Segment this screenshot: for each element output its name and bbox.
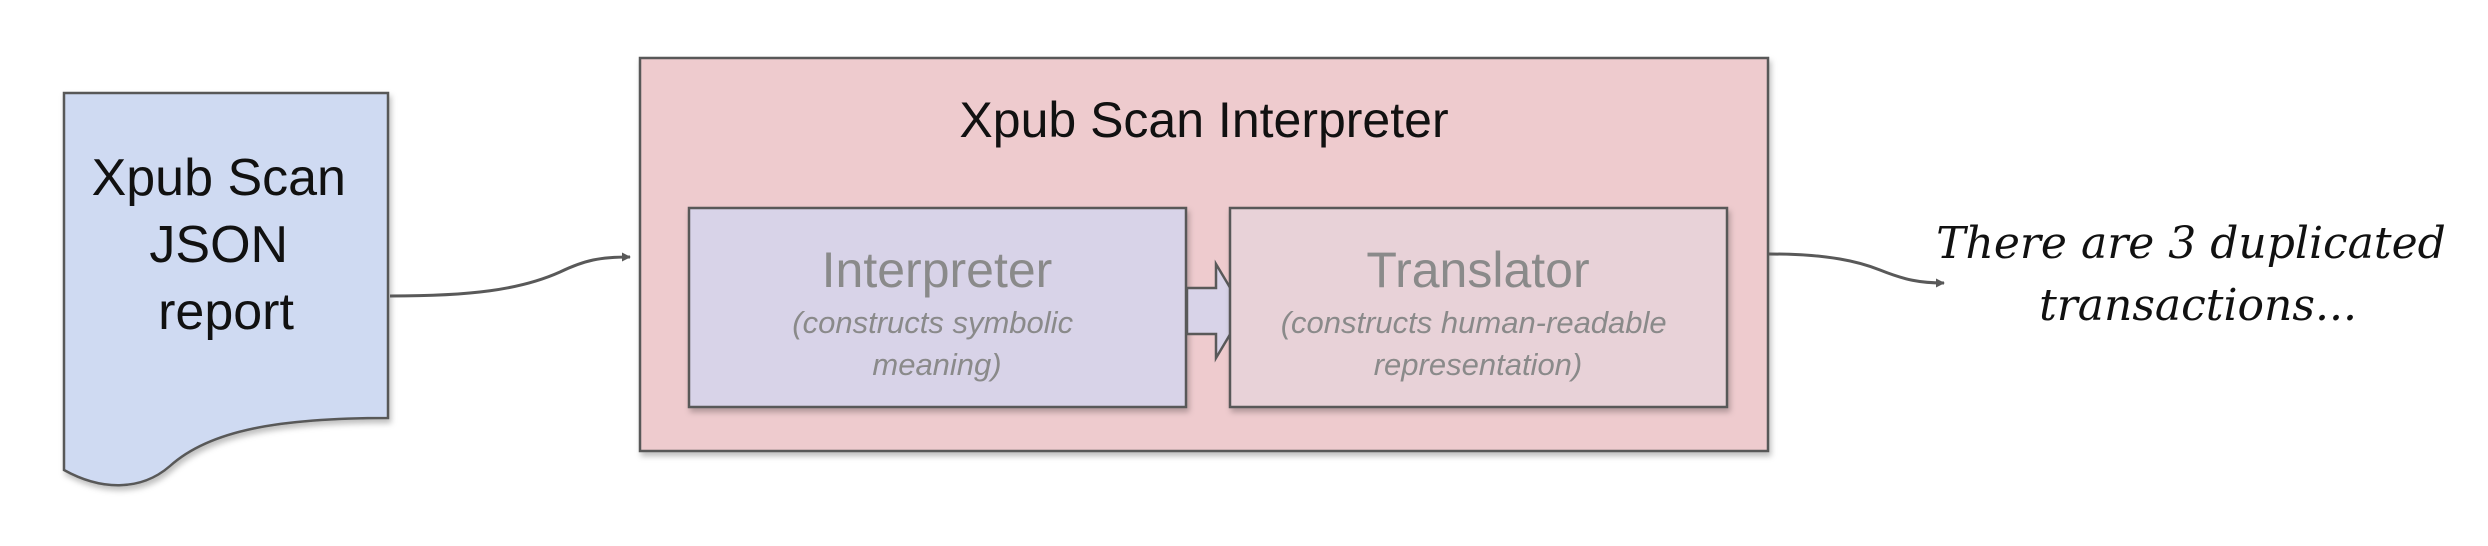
interpreter-subtitle: (constructs symbolic meaning) — [792, 305, 1081, 382]
output-text: There are 3 duplicated transactions... — [1936, 218, 2460, 331]
connector-interpreter-to-output — [1768, 252, 1945, 288]
translator-subtitle-line-2: representation) — [1374, 347, 1583, 382]
document-shape — [62, 91, 390, 487]
interpreter-subtitle-line-2: meaning) — [872, 347, 1001, 382]
interpreter-title: Interpreter — [822, 242, 1053, 298]
translator-subtitle: (constructs human-readable representatio… — [1281, 305, 1676, 382]
translator-subtitle-line-1: (constructs human-readable — [1281, 305, 1667, 340]
output-line-2: transactions... — [2039, 280, 2357, 331]
translator-box — [1228, 206, 1729, 409]
translator-title: Translator — [1366, 242, 1589, 298]
interpreter-subtitle-line-1: (constructs symbolic — [792, 305, 1073, 340]
document-label: Xpub Scan JSON report — [92, 149, 361, 341]
document-line-1: Xpub Scan — [92, 149, 346, 207]
json-report-document — [62, 91, 390, 487]
interpreter-box — [687, 206, 1188, 409]
output-line-1: There are 3 duplicated — [1936, 218, 2446, 269]
document-line-2: JSON — [149, 216, 288, 274]
document-line-3: report — [158, 283, 294, 341]
connector-document-to-interpreter — [389, 252, 631, 298]
container-title: Xpub Scan Interpreter — [959, 92, 1448, 148]
